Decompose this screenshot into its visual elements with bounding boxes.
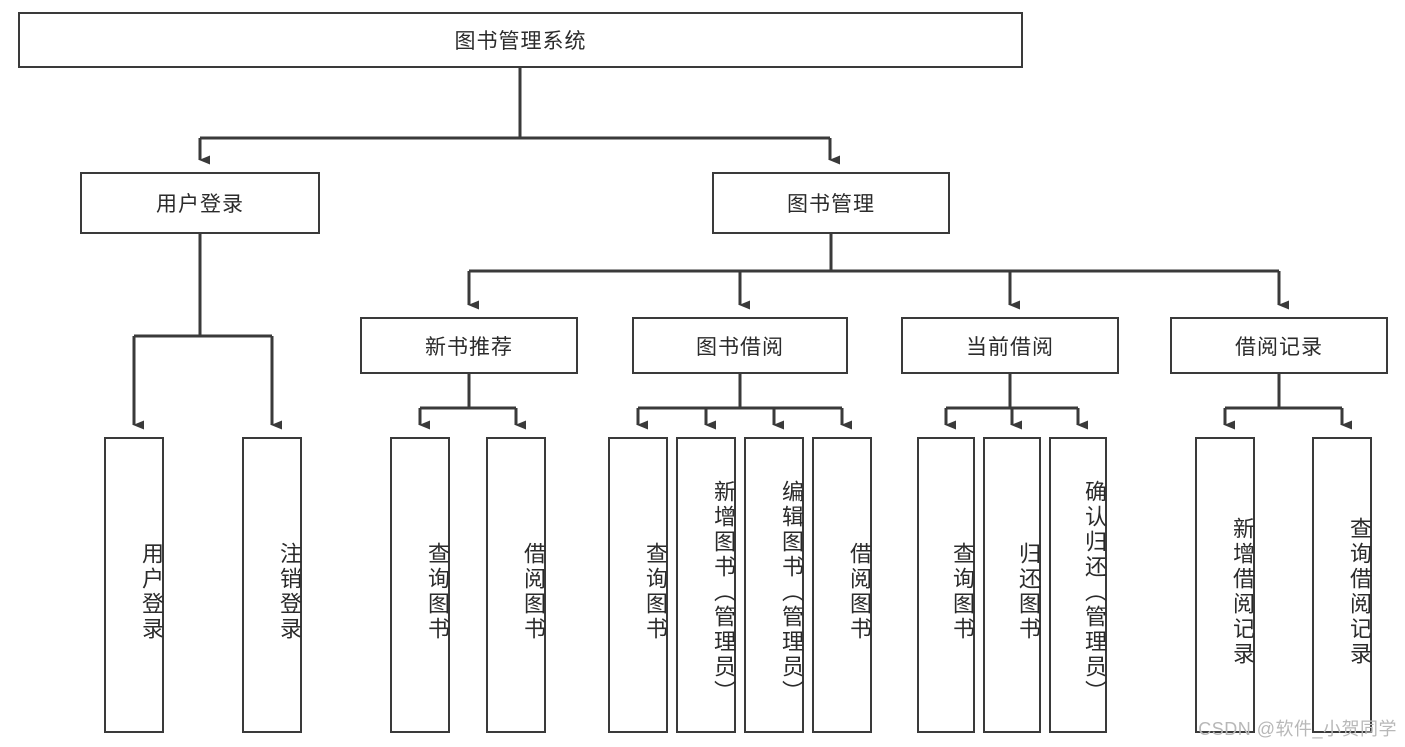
- node-book-borrow[interactable]: 图书借阅: [632, 317, 848, 374]
- node-label: 确认归还（管理员）: [1082, 479, 1107, 705]
- node-label: 新书推荐: [425, 335, 513, 359]
- node-user-login[interactable]: 用户登录: [80, 172, 320, 234]
- node-label: 图书管理系统: [454, 30, 587, 53]
- watermark: CSDN @软件_小贺同学: [1198, 719, 1397, 739]
- node-label: 用户登录: [156, 193, 244, 216]
- node-label: 归还图书: [1016, 542, 1041, 642]
- node-label: 新增借阅记录: [1230, 517, 1255, 667]
- leaf-add-borrow-record[interactable]: 新增借阅记录: [1195, 437, 1255, 733]
- leaf-borrow-book-recommend[interactable]: 借阅图书: [486, 437, 546, 733]
- node-label: 查询图书: [425, 542, 450, 642]
- node-book-management[interactable]: 图书管理: [712, 172, 950, 234]
- leaf-confirm-return[interactable]: 确认归还（管理员）: [1049, 437, 1107, 733]
- node-label: 当前借阅: [966, 335, 1054, 359]
- node-label: 图书借阅: [696, 335, 784, 359]
- node-label: 图书管理: [787, 193, 875, 216]
- node-new-book-recommend[interactable]: 新书推荐: [360, 317, 578, 374]
- node-root-system[interactable]: 图书管理系统: [18, 12, 1023, 68]
- node-borrow-record[interactable]: 借阅记录: [1170, 317, 1388, 374]
- leaf-query-book-recommend[interactable]: 查询图书: [390, 437, 450, 733]
- node-label: 查询图书: [950, 542, 975, 642]
- leaf-edit-book[interactable]: 编辑图书（管理员）: [744, 437, 804, 733]
- node-label: 查询图书: [643, 542, 668, 642]
- node-label: 用户登录: [139, 542, 164, 642]
- node-current-borrow[interactable]: 当前借阅: [901, 317, 1119, 374]
- node-label: 注销登录: [277, 542, 302, 642]
- leaf-return-book[interactable]: 归还图书: [983, 437, 1041, 733]
- leaf-user-login[interactable]: 用户登录: [104, 437, 164, 733]
- leaf-query-borrow-record[interactable]: 查询借阅记录: [1312, 437, 1372, 733]
- node-label: 查询借阅记录: [1347, 517, 1372, 667]
- node-label: 编辑图书（管理员）: [779, 479, 804, 705]
- node-label: 借阅图书: [847, 542, 872, 642]
- node-label: 借阅记录: [1235, 335, 1323, 359]
- leaf-borrow-book[interactable]: 借阅图书: [812, 437, 872, 733]
- leaf-add-book[interactable]: 新增图书（管理员）: [676, 437, 736, 733]
- leaf-logout[interactable]: 注销登录: [242, 437, 302, 733]
- leaf-query-book-borrow[interactable]: 查询图书: [608, 437, 668, 733]
- node-label: 新增图书（管理员）: [711, 479, 736, 705]
- leaf-query-book-current[interactable]: 查询图书: [917, 437, 975, 733]
- node-label: 借阅图书: [521, 542, 546, 642]
